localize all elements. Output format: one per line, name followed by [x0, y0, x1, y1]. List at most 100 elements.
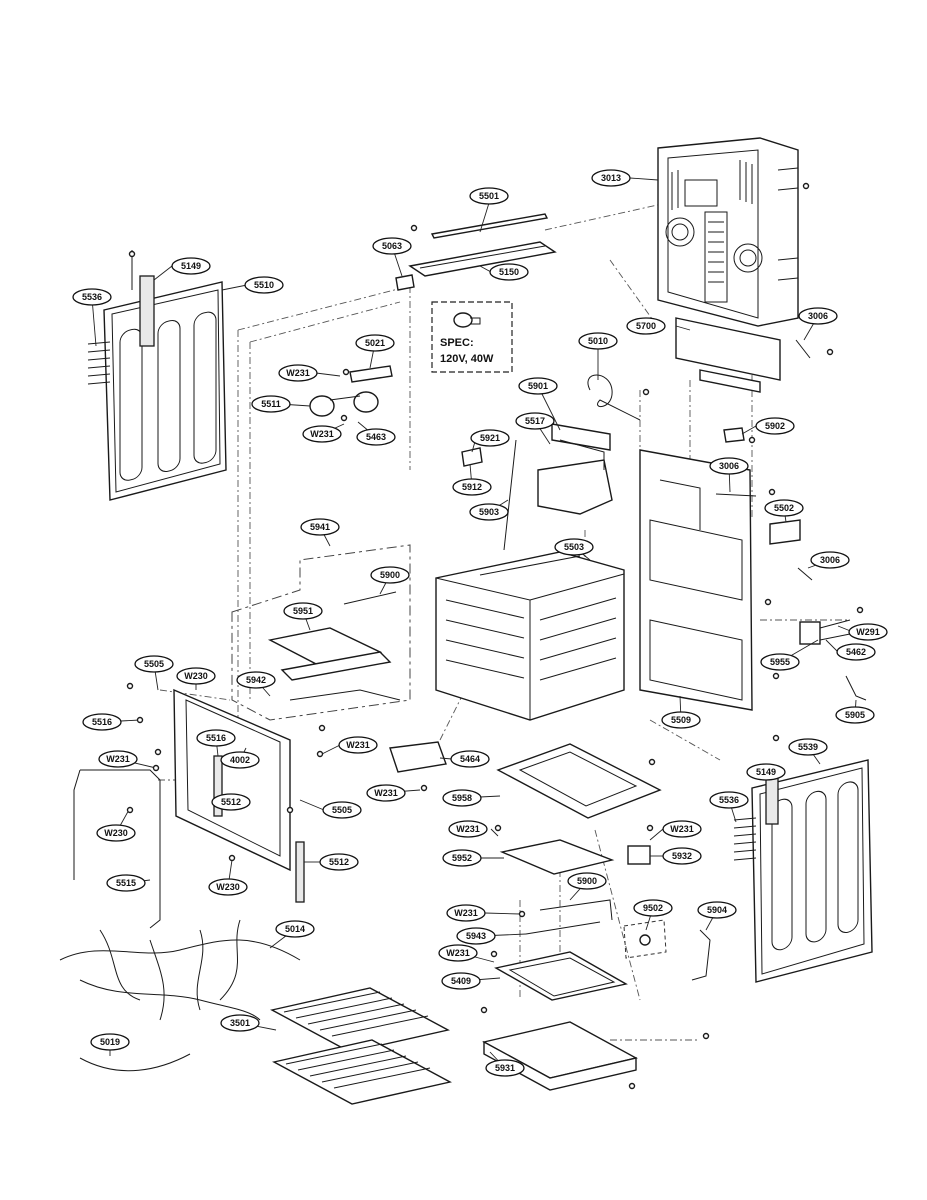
svg-text:W231: W231 — [106, 754, 130, 764]
callout-5955: 5955 — [760, 653, 800, 671]
svg-text:5509: 5509 — [671, 715, 691, 725]
callout-5901: 5901 — [518, 377, 558, 395]
callout-5515: 5515 — [106, 874, 146, 892]
svg-text:5463: 5463 — [366, 432, 386, 442]
vent-duct-5901 — [551, 423, 611, 451]
svg-text:W231: W231 — [454, 908, 478, 918]
svg-text:5510: 5510 — [254, 280, 274, 290]
svg-text:W231: W231 — [670, 824, 694, 834]
callout-w231-a: W231 — [278, 364, 318, 382]
svg-text:3006: 3006 — [820, 555, 840, 565]
callout-5505-b: 5505 — [322, 801, 362, 819]
top-bracket-5150 — [408, 241, 557, 277]
svg-text:5512: 5512 — [221, 797, 241, 807]
svg-text:W230: W230 — [104, 828, 128, 838]
svg-text:5021: 5021 — [365, 338, 385, 348]
svg-text:5462: 5462 — [846, 647, 866, 657]
spec-box: SPEC: 120V, 40W — [431, 301, 513, 373]
callout-5517: 5517 — [515, 412, 555, 430]
svg-text:5536: 5536 — [719, 795, 739, 805]
svg-text:5905: 5905 — [845, 710, 865, 720]
rear-panel-3013 — [657, 137, 799, 327]
svg-text:5502: 5502 — [774, 503, 794, 513]
callout-5501: 5501 — [469, 187, 509, 205]
bottom-plate-5958 — [496, 743, 662, 819]
callout-5902: 5902 — [755, 417, 795, 435]
bracket-5902 — [723, 427, 745, 443]
svg-text:5700: 5700 — [636, 321, 656, 331]
callout-5503: 5503 — [554, 538, 594, 556]
wire-5010 — [587, 374, 641, 421]
sensor-9502 — [623, 919, 667, 959]
svg-text:5505: 5505 — [332, 805, 352, 815]
callout-5150: 5150 — [489, 263, 529, 281]
svg-text:5063: 5063 — [382, 241, 402, 251]
oven-cavity — [435, 551, 625, 721]
svg-text:5539: 5539 — [798, 742, 818, 752]
switch-5955 — [799, 619, 851, 645]
callout-5512-a: 5512 — [211, 793, 251, 811]
callout-w231-h: W231 — [446, 904, 486, 922]
element-5943 — [525, 921, 601, 935]
callout-5021: 5021 — [355, 334, 395, 352]
svg-text:5942: 5942 — [246, 675, 266, 685]
callout-5943: 5943 — [456, 927, 496, 945]
tube-5903 — [503, 439, 517, 551]
svg-text:5409: 5409 — [451, 976, 471, 986]
callout-5512-b: 5512 — [319, 853, 359, 871]
clip-5904 — [691, 929, 711, 981]
callout-5958: 5958 — [442, 789, 482, 807]
callout-5014: 5014 — [275, 920, 315, 938]
gasket-5515 — [73, 769, 161, 929]
svg-text:5903: 5903 — [479, 507, 499, 517]
svg-text:5014: 5014 — [285, 924, 305, 934]
side-frame-5509 — [639, 449, 753, 711]
callout-w231-i: W231 — [438, 944, 478, 962]
callout-5149-b: 5149 — [746, 763, 786, 781]
right-side-panel-5539 — [751, 759, 873, 983]
callout-w231-c: W231 — [338, 736, 378, 754]
callout-w231-f: W231 — [448, 820, 488, 838]
svg-text:W231: W231 — [286, 368, 310, 378]
svg-text:5932: 5932 — [672, 851, 692, 861]
callout-5010: 5010 — [578, 332, 618, 350]
svg-text:5515: 5515 — [116, 878, 136, 888]
svg-text:5019: 5019 — [100, 1037, 120, 1047]
tray-5409 — [494, 951, 628, 1001]
callout-5903: 5903 — [469, 503, 509, 521]
callout-5539: 5539 — [788, 738, 828, 756]
callout-5019: 5019 — [90, 1033, 130, 1051]
callout-5149: 5149 — [171, 257, 211, 275]
svg-text:3501: 3501 — [230, 1018, 250, 1028]
callout-5502: 5502 — [764, 499, 804, 517]
callout-5952: 5952 — [442, 849, 482, 867]
callout-3006-c: 3006 — [810, 551, 850, 569]
svg-text:5149: 5149 — [181, 261, 201, 271]
element-5951 — [267, 627, 401, 701]
callout-w231-b: W231 — [302, 425, 342, 443]
callout-5464: 5464 — [450, 750, 490, 768]
svg-text:5912: 5912 — [462, 482, 482, 492]
callout-9502: 9502 — [633, 899, 673, 917]
screws — [126, 182, 864, 1090]
svg-text:5902: 5902 — [765, 421, 785, 431]
svg-text:5505: 5505 — [144, 659, 164, 669]
callout-5063: 5063 — [372, 237, 412, 255]
callout-w230-a: W230 — [176, 667, 216, 685]
svg-text:3006: 3006 — [719, 461, 739, 471]
bracket-5921 — [461, 447, 483, 467]
svg-text:5464: 5464 — [460, 754, 480, 764]
svg-text:5501: 5501 — [479, 191, 499, 201]
callout-5904: 5904 — [697, 901, 737, 919]
svg-text:5010: 5010 — [588, 336, 608, 346]
callout-w230-c: W230 — [208, 878, 248, 896]
callout-5511: 5511 — [251, 395, 291, 413]
callout-5462: 5462 — [836, 643, 876, 661]
svg-text:W230: W230 — [216, 882, 240, 892]
callout-w231-d: W231 — [98, 750, 138, 768]
callout-4002: 4002 — [220, 751, 260, 769]
bracket-5464 — [389, 741, 447, 773]
callout-5921: 5921 — [470, 429, 510, 447]
svg-text:5955: 5955 — [770, 657, 790, 667]
block-5932 — [627, 845, 651, 865]
